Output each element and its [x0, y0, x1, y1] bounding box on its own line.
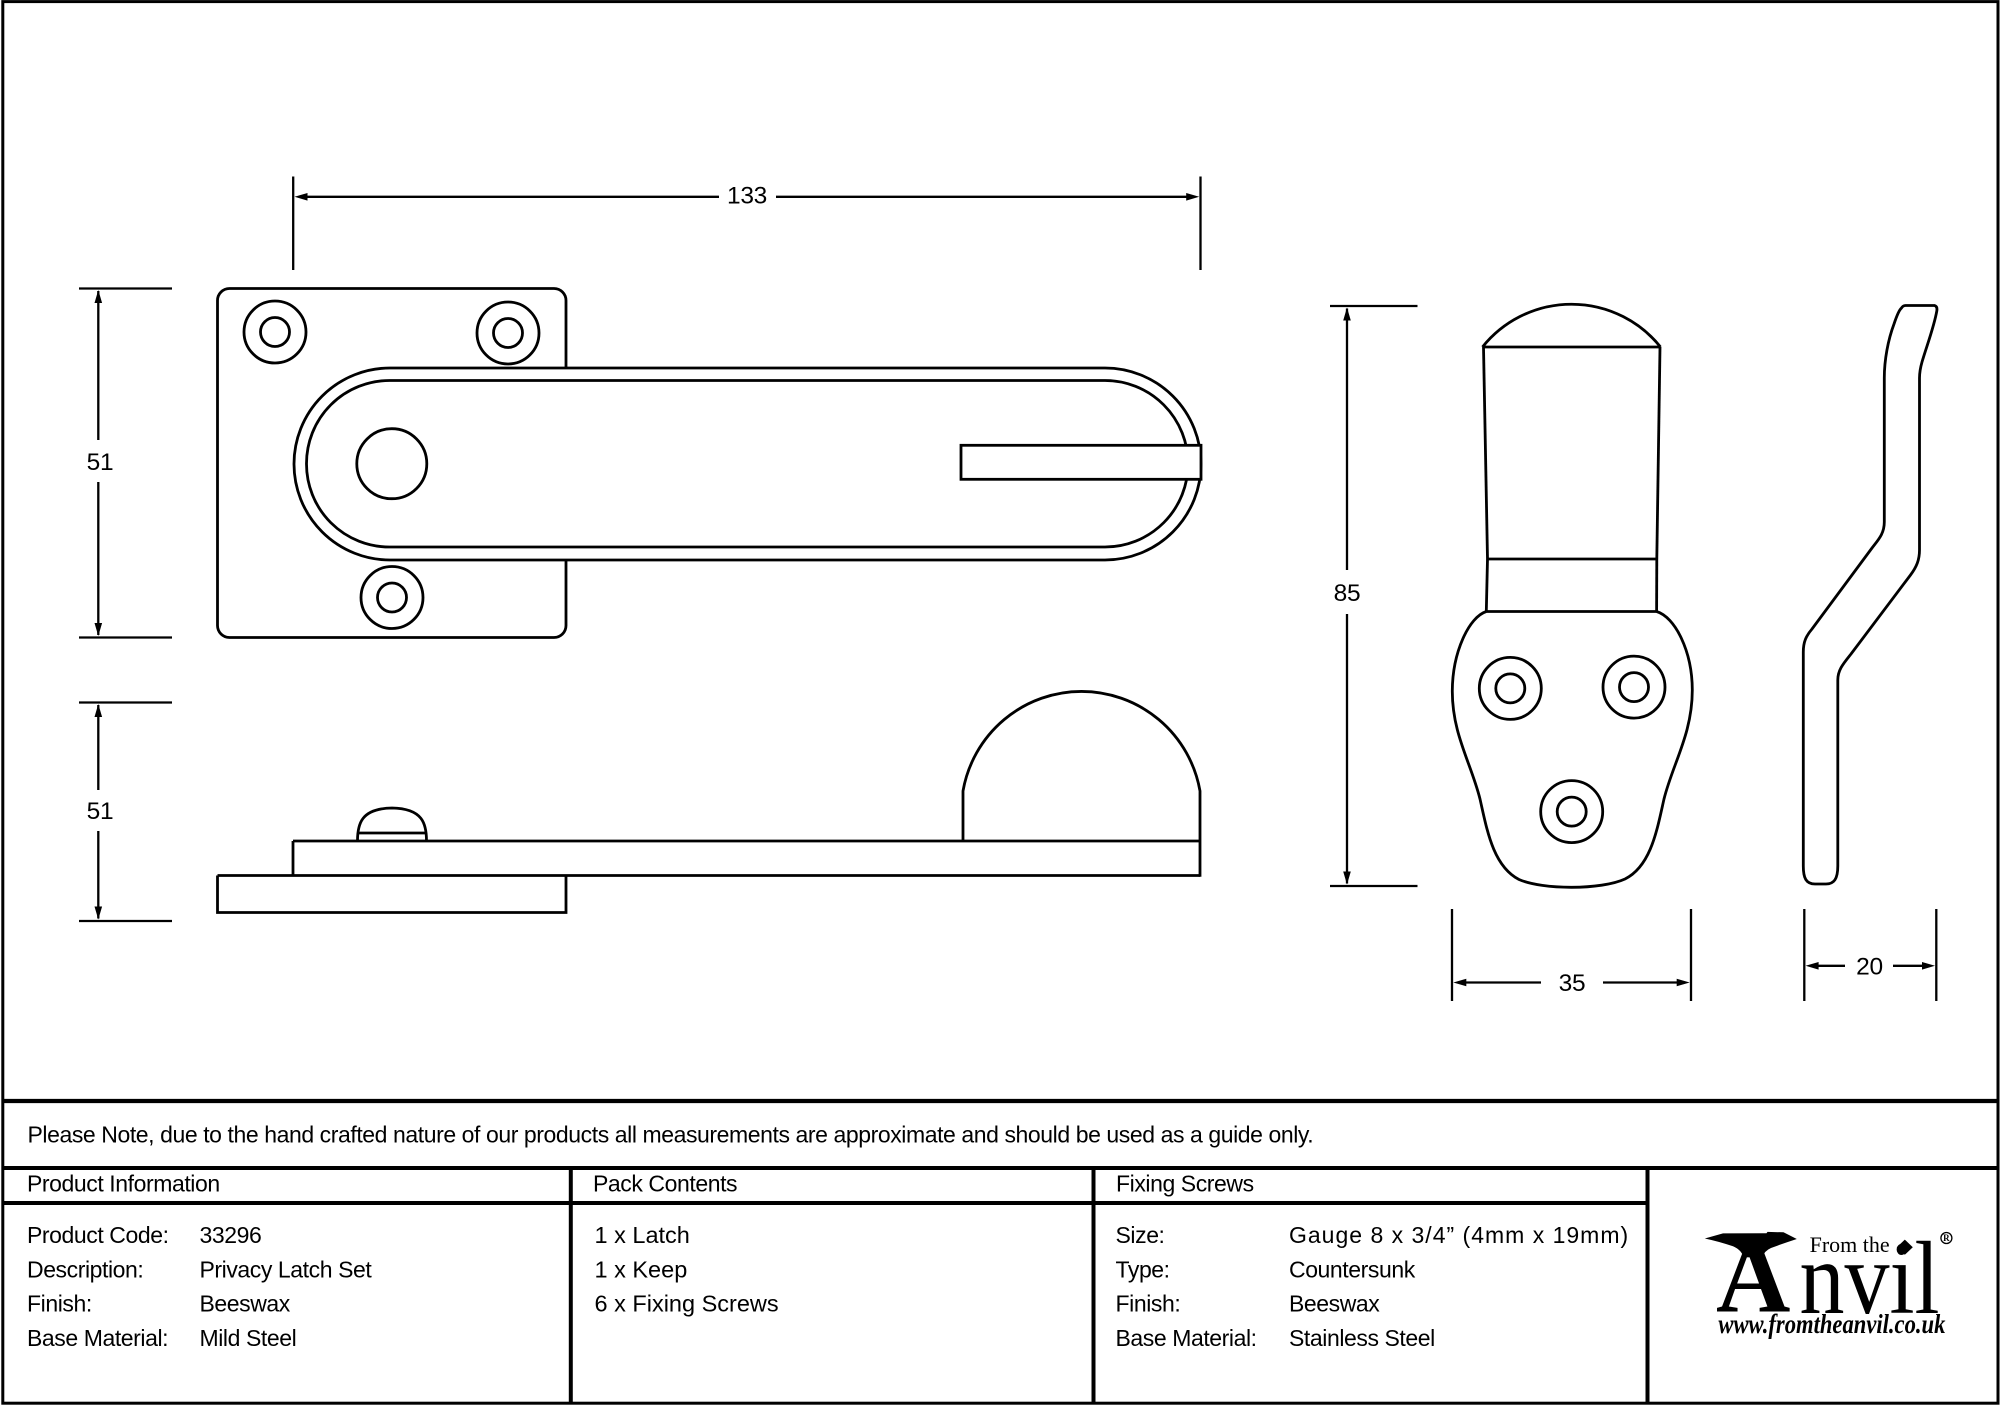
svg-text:35: 35 — [1559, 970, 1586, 997]
svg-text:Pack Contents: Pack Contents — [593, 1171, 737, 1197]
svg-text:1 x Latch: 1 x Latch — [595, 1222, 690, 1248]
svg-text:Finish:: Finish: — [1116, 1291, 1181, 1317]
svg-text:6 x Fixing Screws: 6 x Fixing Screws — [595, 1291, 779, 1317]
svg-text:51: 51 — [87, 449, 114, 476]
svg-text:Fixing Screws: Fixing Screws — [1116, 1171, 1254, 1197]
svg-text:Type:: Type: — [1116, 1257, 1170, 1283]
svg-text:Size:: Size: — [1116, 1222, 1165, 1248]
svg-text:nvil: nvil — [1800, 1221, 1940, 1336]
svg-text:Gauge 8 x 3/4” (4mm x 19mm): Gauge 8 x 3/4” (4mm x 19mm) — [1289, 1222, 1629, 1248]
svg-text:133: 133 — [727, 183, 767, 210]
svg-text:51: 51 — [87, 798, 114, 825]
svg-text:R: R — [1943, 1233, 1950, 1243]
svg-text:Countersunk: Countersunk — [1289, 1257, 1416, 1283]
svg-text:Privacy Latch Set: Privacy Latch Set — [200, 1257, 373, 1283]
svg-text:85: 85 — [1334, 580, 1361, 607]
svg-text:Mild Steel: Mild Steel — [200, 1325, 297, 1351]
svg-text:From the: From the — [1810, 1232, 1890, 1257]
svg-text:Beeswax: Beeswax — [1289, 1291, 1380, 1317]
svg-text:Product Information: Product Information — [27, 1171, 220, 1197]
svg-text:Description:: Description: — [27, 1257, 143, 1283]
svg-text:Product Code:: Product Code: — [27, 1222, 169, 1248]
svg-text:1 x Keep: 1 x Keep — [595, 1257, 688, 1283]
svg-text:Base Material:: Base Material: — [1116, 1325, 1257, 1351]
svg-text:Please Note, due to the hand c: Please Note, due to the hand crafted nat… — [28, 1121, 1314, 1147]
svg-text:Finish:: Finish: — [27, 1291, 92, 1317]
svg-text:Base Material:: Base Material: — [27, 1325, 168, 1351]
svg-text:Stainless Steel: Stainless Steel — [1289, 1325, 1435, 1351]
svg-text:Beeswax: Beeswax — [200, 1291, 291, 1317]
svg-text:www.fromtheanvil.co.uk: www.fromtheanvil.co.uk — [1718, 1309, 1945, 1339]
svg-text:33296: 33296 — [200, 1222, 262, 1248]
svg-text:20: 20 — [1856, 954, 1883, 981]
